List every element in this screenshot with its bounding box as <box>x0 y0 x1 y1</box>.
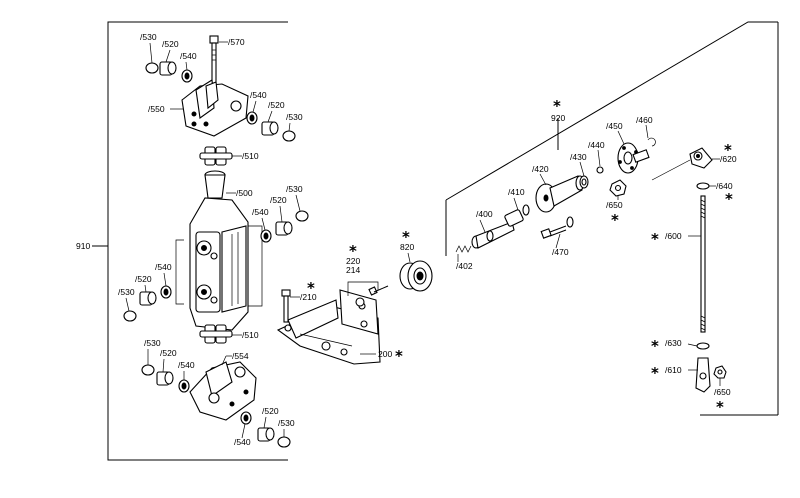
asterisk-200: * <box>395 347 403 365</box>
rod-end-620 <box>689 147 713 169</box>
label-630: /630 <box>665 338 682 348</box>
label-820: 820 <box>400 242 414 252</box>
asterisk-210: * <box>307 279 315 297</box>
label-200: 200 <box>378 349 392 359</box>
label-530c: /530 <box>286 184 303 194</box>
screw-214-washer-220 <box>355 285 389 307</box>
asterisk-630: * <box>651 337 659 355</box>
label-620: /620 <box>720 154 737 164</box>
lower-bracket-554 <box>189 361 257 421</box>
spring-402 <box>455 245 472 253</box>
bushing-set-upper-right <box>246 111 296 142</box>
shift-housing-500 <box>189 170 249 331</box>
washer-640 <box>696 182 710 190</box>
label-214: 214 <box>346 265 360 275</box>
universal-joint-upper <box>199 146 233 166</box>
shift-rod-600 <box>700 195 706 333</box>
label-650a: /650 <box>606 200 623 210</box>
bolt-570 <box>209 35 219 84</box>
label-460: /460 <box>636 115 653 125</box>
label-554: /554 <box>232 351 249 361</box>
label-520e: /520 <box>160 348 177 358</box>
label-210: /210 <box>300 292 317 302</box>
label-600: /600 <box>665 231 682 241</box>
label-530d: /530 <box>118 287 135 297</box>
label-400: /400 <box>476 209 493 219</box>
clip-460 <box>647 137 656 147</box>
label-540f: /540 <box>234 437 251 447</box>
bolt-210 <box>281 289 291 323</box>
label-540d: /540 <box>155 262 172 272</box>
label-530e: /530 <box>144 338 161 348</box>
label-570: /570 <box>228 37 245 47</box>
label-420: /420 <box>532 164 549 174</box>
asterisk-650b: * <box>716 398 724 416</box>
bushing-set-mid-right <box>260 210 309 243</box>
label-402: /402 <box>456 261 473 271</box>
label-530f: /530 <box>278 418 295 428</box>
bracket-910 <box>92 21 288 461</box>
label-640: /640 <box>716 181 733 191</box>
asterisk-650a: * <box>611 211 619 229</box>
asterisk-640: * <box>725 190 733 208</box>
asterisk-220: * <box>349 242 357 260</box>
nut-650-upper <box>609 179 627 197</box>
label-520c: /520 <box>270 195 287 205</box>
label-520a: /520 <box>162 39 179 49</box>
rod-end-610 <box>695 357 711 393</box>
mounting-bracket-200 <box>276 289 381 365</box>
label-540a: /540 <box>180 51 197 61</box>
asterisk-600: * <box>651 230 659 248</box>
label-410: /410 <box>508 187 525 197</box>
label-540b: /540 <box>250 90 267 100</box>
label-550: /550 <box>148 104 165 114</box>
asterisk-820: * <box>402 228 410 246</box>
label-450: /450 <box>606 121 623 131</box>
label-540c: /540 <box>252 207 269 217</box>
label-440: /440 <box>588 140 605 150</box>
sleeve-410 <box>504 204 530 227</box>
label-920: 920 <box>551 113 565 123</box>
pin-440 <box>596 166 604 174</box>
ring-430 <box>579 175 589 189</box>
asterisk-610: * <box>651 364 659 382</box>
label-470: /470 <box>552 247 569 257</box>
label-910: 910 <box>76 241 90 251</box>
flange-450 <box>617 142 650 174</box>
bushing-set-mid-left <box>123 285 172 322</box>
bushing-set-upper-left <box>145 61 193 83</box>
label-520b: /520 <box>268 100 285 110</box>
label-500: /500 <box>236 188 253 198</box>
label-530a: /530 <box>140 32 157 42</box>
bushing-set-lower-left <box>141 364 190 393</box>
label-510a: /510 <box>242 151 259 161</box>
flange-shaft-420 <box>535 175 585 213</box>
asterisk-920: * <box>553 97 561 115</box>
bracket-920 <box>445 21 779 416</box>
label-510b: /510 <box>242 330 259 340</box>
label-530b: /530 <box>286 112 303 122</box>
nut-650-lower <box>713 365 727 379</box>
bushing-set-lower-right <box>240 411 291 448</box>
label-520d: /520 <box>135 274 152 284</box>
label-220: 220 <box>346 256 360 266</box>
label-520f: /520 <box>262 406 279 416</box>
universal-joint-lower <box>199 324 233 344</box>
asterisk-620: * <box>724 141 732 159</box>
washer-630 <box>696 342 710 350</box>
shaft-400 <box>471 221 515 249</box>
label-650b: /650 <box>714 387 731 397</box>
screw-470 <box>540 216 574 239</box>
label-610: /610 <box>665 365 682 375</box>
label-430: /430 <box>570 152 587 162</box>
label-540e: /540 <box>178 360 195 370</box>
upper-bracket-550 <box>181 79 249 137</box>
bearing-cover-820 <box>399 260 433 292</box>
